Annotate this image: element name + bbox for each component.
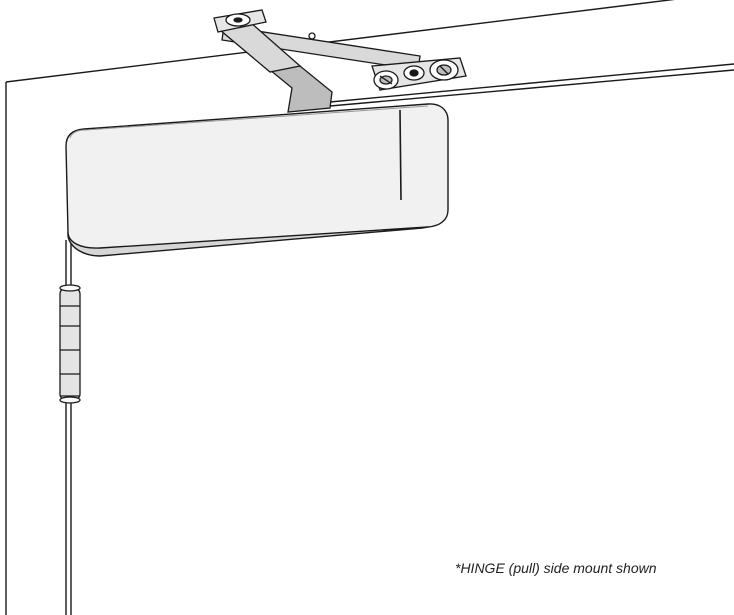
door-hinge-icon (59, 284, 81, 404)
parallel-arm-icon (213, 9, 421, 73)
door-frame (5, 0, 734, 615)
frame-top-edge (5, 0, 675, 83)
door-closer-icon (65, 103, 449, 257)
arm-shoe (268, 65, 333, 113)
mount-caption: *HINGE (pull) side mount shown (455, 560, 657, 576)
soffit-bracket-icon (371, 57, 467, 91)
door-head-edge (329, 63, 734, 103)
door-head-edge-2 (329, 69, 734, 107)
